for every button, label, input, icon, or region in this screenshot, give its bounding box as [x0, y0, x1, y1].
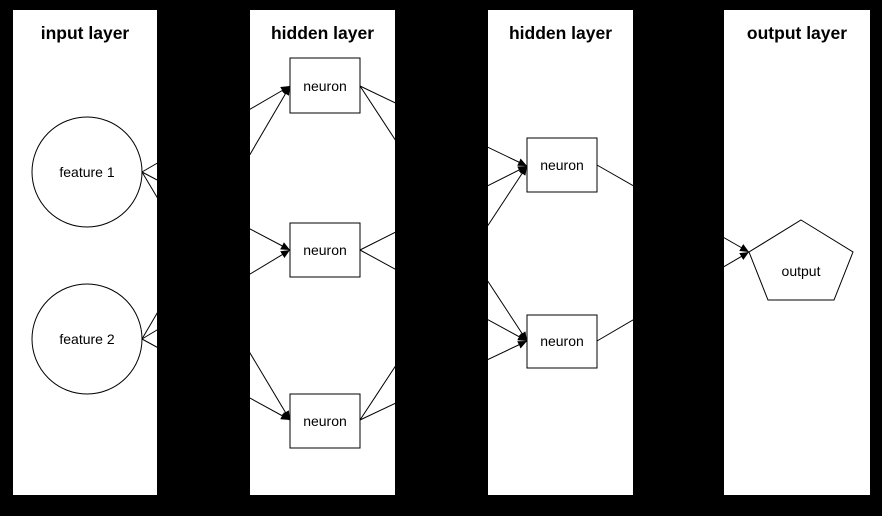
edge-h2n1-to-output [596, 164, 750, 253]
panel-input-layer [13, 10, 157, 495]
edge-f1-to-h1n1 [141, 85, 291, 173]
edge-f2-to-h1n1 [141, 85, 291, 340]
node-label-hidden1-neuron-3: neuron [303, 413, 347, 429]
edge-f2-to-h1n2 [141, 249, 291, 340]
panel-title-hidden-layer-2: hidden layer [509, 23, 612, 43]
node-hidden1-neuron-1 [289, 57, 361, 114]
node-label-feature-2: feature 2 [59, 331, 114, 347]
node-label-hidden2-neuron-1: neuron [540, 157, 584, 173]
node-label-hidden1-neuron-2: neuron [303, 242, 347, 258]
edge-h2n2-to-output [596, 251, 750, 342]
node-hidden1-neuron-3 [289, 393, 361, 449]
panel-title-hidden-layer-1: hidden layer [271, 23, 374, 43]
node-feature-1 [31, 116, 143, 228]
edge-h1n3-to-h2n1 [359, 165, 528, 421]
panel-title-input-layer: input layer [41, 23, 130, 43]
panel-title-output-layer: output layer [747, 23, 847, 43]
edge-h1n1-to-h2n1 [359, 85, 528, 167]
edge-f1-to-h1n2 [141, 171, 291, 251]
node-hidden1-neuron-2 [289, 222, 361, 278]
node-label-hidden2-neuron-2: neuron [540, 333, 584, 349]
node-label-hidden1-neuron-1: neuron [303, 78, 347, 94]
edge-h1n2-to-h2n1 [359, 165, 528, 251]
node-label-output: output [782, 263, 821, 279]
edge-h1n3-to-h2n2 [359, 340, 528, 421]
edge-f1-to-h1n3 [141, 171, 291, 421]
node-hidden2-neuron-1 [526, 137, 598, 193]
edge-h1n2-to-h2n2 [359, 249, 528, 342]
node-feature-2 [31, 283, 143, 395]
edge-h1n1-to-h2n2 [359, 85, 528, 342]
panel-hidden-layer-2 [488, 10, 633, 495]
node-hidden2-neuron-2 [526, 314, 598, 369]
node-label-feature-1: feature 1 [59, 164, 114, 180]
edge-f2-to-h1n3 [141, 338, 291, 421]
node-output [748, 219, 854, 301]
